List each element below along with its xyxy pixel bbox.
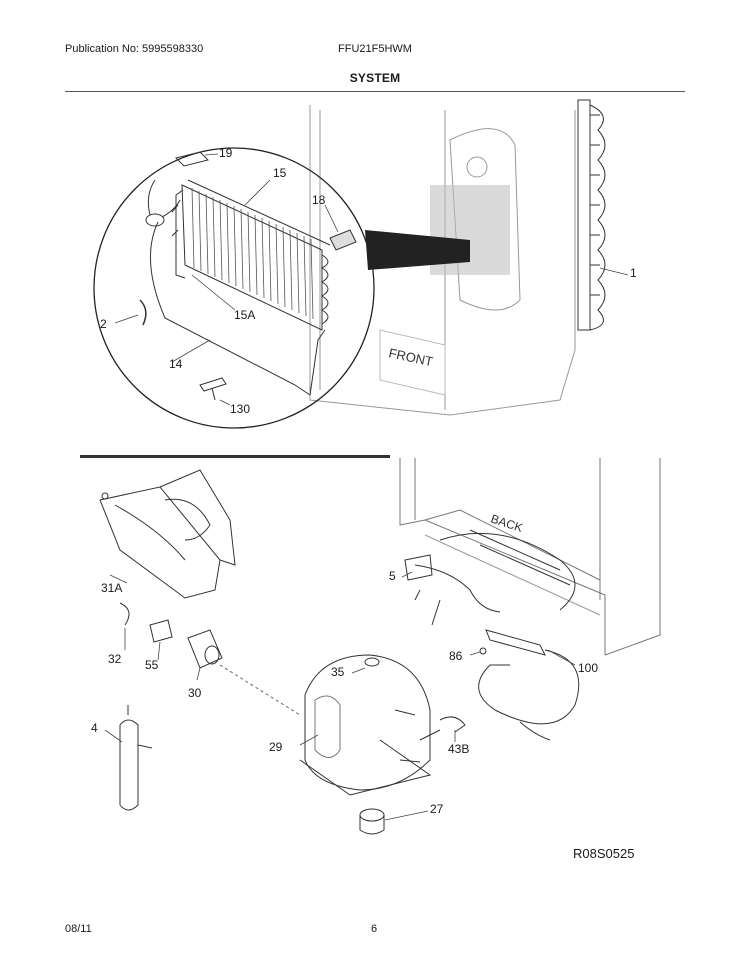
callout-55: 55 (145, 658, 159, 672)
part-14-tube (150, 221, 311, 396)
callout-43b: 43B (448, 742, 470, 756)
callout-31a: 31A (101, 581, 123, 595)
part-29-compressor (299, 654, 441, 796)
condenser-coil (577, 99, 606, 331)
model-number: FFU21F5HWM (338, 43, 412, 55)
part-30-overload (187, 629, 223, 669)
part-27-grommet (359, 808, 385, 835)
footer-date: 08/11 (65, 923, 92, 935)
callout-15a: 15A (234, 308, 256, 322)
tube-riser (309, 329, 326, 396)
front-label: FRONT (387, 345, 434, 369)
callout-5: 5 (389, 569, 396, 583)
callout-2: 2 (100, 317, 107, 331)
callout-14: 14 (169, 357, 183, 371)
callout-15: 15 (273, 166, 287, 180)
part-32-clip (119, 602, 130, 626)
section-divider (80, 455, 390, 458)
leader-lines-top (114, 153, 629, 406)
power-cord (478, 629, 580, 741)
page-number: 6 (371, 923, 378, 935)
part-130-valve (199, 377, 227, 401)
top-divider (65, 91, 685, 92)
part-19-block (175, 151, 209, 167)
rear-cabinet (399, 458, 661, 656)
callout-130: 130 (230, 402, 251, 416)
callout-1: 1 (630, 266, 637, 280)
evaporator (171, 179, 331, 331)
callout-30: 30 (188, 686, 202, 700)
rear-tubing (404, 529, 576, 626)
callout-18: 18 (312, 193, 326, 207)
callout-19: 19 (219, 146, 233, 160)
connector-dashes (219, 664, 301, 716)
callout-29: 29 (269, 740, 283, 754)
page-title: SYSTEM (349, 71, 401, 85)
callout-32: 32 (108, 652, 122, 666)
part-2-clip (139, 299, 147, 326)
callout-100: 100 (578, 661, 599, 675)
leader-lines-bottom (104, 571, 576, 821)
callout-4: 4 (91, 721, 98, 735)
detail-circle (93, 147, 375, 429)
part-55-relay (149, 619, 173, 643)
back-label: BACK (489, 512, 524, 535)
thermostat-probe (145, 179, 181, 227)
part-18-block (329, 229, 357, 251)
part-86-screw (479, 647, 487, 655)
callout-86: 86 (449, 649, 463, 663)
vent-stipple (365, 185, 510, 275)
part-43b-clip (439, 716, 466, 733)
callout-35: 35 (331, 665, 345, 679)
callout-27: 27 (430, 802, 444, 816)
part-31a-drain-pan (99, 469, 236, 599)
part-4-filter-drier (119, 705, 153, 811)
publication-number: Publication No: 5995598330 (65, 43, 204, 55)
diagram-reference: R08S0525 (573, 846, 635, 861)
